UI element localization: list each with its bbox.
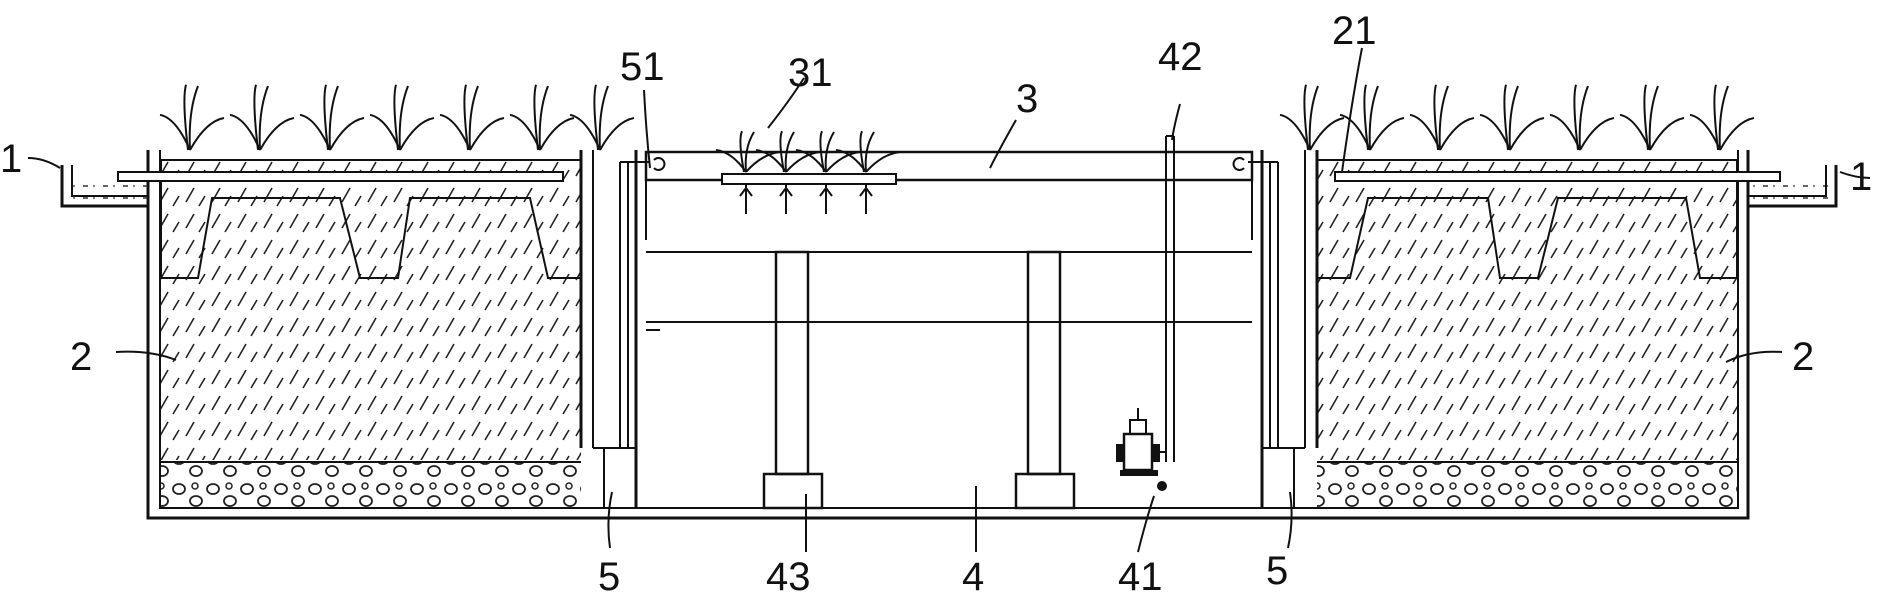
left-distribution-pipe [117, 171, 564, 182]
right-bed-plants [1279, 84, 1755, 151]
label-51: 51 [620, 45, 665, 89]
label-42: 42 [1158, 35, 1203, 79]
right-connecting-channel [1248, 161, 1305, 508]
plant-icon [509, 84, 575, 151]
plant-icon [439, 84, 505, 151]
plant-root-icon [819, 184, 833, 214]
label-41: 41 [1118, 555, 1163, 599]
left-wetland-bed [160, 150, 594, 507]
floating-bed-plants [715, 130, 901, 214]
label-3: 3 [1016, 77, 1038, 121]
plant-icon [715, 130, 781, 173]
plant-icon [795, 130, 861, 173]
label-31: 31 [788, 51, 833, 95]
plant-icon [159, 84, 225, 151]
plant-icon [1279, 84, 1345, 151]
label-5-right: 5 [1266, 549, 1288, 593]
label-43: 43 [766, 555, 811, 599]
plant-icon [1479, 84, 1545, 151]
label-1-left: 1 [0, 137, 22, 181]
plant-icon [229, 84, 295, 151]
left-bed-plants [159, 84, 635, 151]
labels: 1 1 2 2 3 4 5 5 21 31 41 42 43 51 [0, 9, 1872, 599]
plant-root-icon [739, 184, 753, 214]
plant-root-icon [779, 184, 793, 214]
plant-icon [1339, 84, 1405, 151]
plant-icon [835, 130, 901, 173]
label-1-right: 1 [1850, 155, 1872, 199]
plant-icon [569, 84, 635, 151]
right-wetland-bed [1304, 150, 1738, 507]
submersible-pump [1116, 408, 1167, 491]
pump-riser-pipe [1165, 135, 1175, 462]
support-column-right [1014, 250, 1076, 510]
plant-icon [1619, 84, 1685, 151]
plant-root-icon [859, 184, 873, 214]
floating-bed [644, 150, 1254, 240]
outer-basin [146, 150, 1750, 520]
label-2-left: 2 [70, 335, 92, 379]
support-column-left [762, 250, 824, 510]
plant-icon [755, 130, 821, 173]
label-4: 4 [962, 555, 984, 599]
label-21: 21 [1332, 9, 1377, 53]
right-distribution-pipe [1334, 171, 1781, 182]
plant-icon [299, 84, 365, 151]
plant-icon [1549, 84, 1615, 151]
left-connecting-channel [593, 161, 650, 508]
label-5-left: 5 [598, 555, 620, 599]
plant-icon [369, 84, 435, 151]
central-tank [634, 150, 1264, 508]
plant-icon [1409, 84, 1475, 151]
plant-icon [1689, 84, 1755, 151]
leader-lines [27, 47, 1871, 553]
label-2-right: 2 [1792, 335, 1814, 379]
right-inlet-trough [1748, 165, 1838, 208]
